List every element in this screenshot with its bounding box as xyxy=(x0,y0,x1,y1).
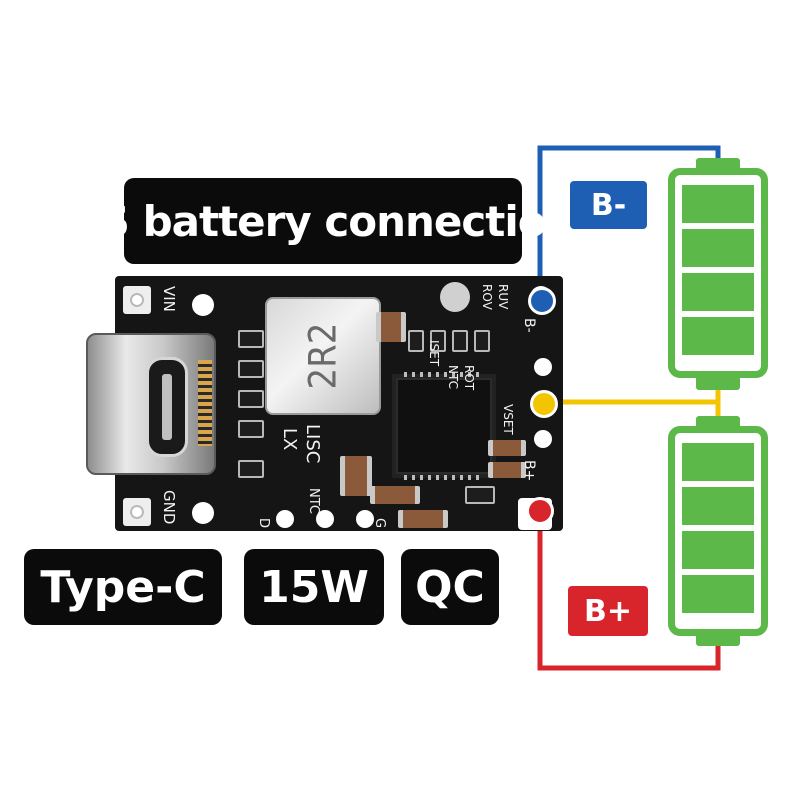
smd-capacitor xyxy=(488,440,526,456)
silk-ntc-bottom: NTC xyxy=(306,488,321,514)
power-tag: 15W xyxy=(244,549,384,625)
negative-terminal-dot xyxy=(528,287,556,315)
silk-vset: VSET xyxy=(501,404,515,435)
battery-bottom xyxy=(668,426,768,636)
silk-rov: ROV xyxy=(480,284,494,310)
battery-bottom-bottom-terminal xyxy=(696,632,740,646)
b-plus-badge: B+ xyxy=(568,586,648,636)
battery-cell xyxy=(682,443,754,481)
midpoint-terminal-dot xyxy=(530,390,558,418)
controller-chip xyxy=(396,372,492,480)
battery-cell xyxy=(682,487,754,525)
battery-cell xyxy=(682,185,754,223)
smd-resistor xyxy=(238,360,264,378)
inductor-marking: 2R2 xyxy=(300,322,345,390)
mount-hole xyxy=(192,502,214,524)
usb-c-port xyxy=(86,333,216,475)
silk-d: D xyxy=(256,518,271,529)
via-pad xyxy=(356,510,374,528)
smd-resistor xyxy=(238,390,264,408)
mount-hole xyxy=(192,294,214,316)
silk-rot: ROT xyxy=(462,365,476,391)
b-minus-badge: B- xyxy=(570,181,647,229)
type-c-tag: Type-C xyxy=(24,549,222,625)
silk-g: G xyxy=(372,518,387,529)
smd-resistor xyxy=(238,330,264,348)
usb-pins xyxy=(198,360,212,446)
silk-lx: LX xyxy=(279,428,300,451)
smd-capacitor xyxy=(488,462,526,478)
positive-wire xyxy=(537,510,721,671)
battery-cell xyxy=(682,575,754,613)
usb-c-slot xyxy=(146,357,188,457)
gnd-pad xyxy=(123,498,151,526)
smd-capacitor xyxy=(376,312,406,342)
vin-pad xyxy=(123,286,151,314)
via-pad xyxy=(276,510,294,528)
smd-capacitor xyxy=(340,456,372,496)
silk-vin: VIN xyxy=(160,286,178,312)
smd-capacitor xyxy=(370,486,420,504)
smd-resistor xyxy=(452,330,468,352)
battery-top xyxy=(668,168,768,378)
smd-resistor xyxy=(238,460,264,478)
via-pad xyxy=(534,358,552,376)
smd-capacitor xyxy=(398,510,448,528)
silk-lisc: LISC xyxy=(302,424,323,464)
silk-ruv: RUV xyxy=(496,284,510,310)
title-label: 2S battery connection xyxy=(72,178,576,264)
mount-hole xyxy=(440,282,470,312)
smd-resistor xyxy=(430,330,446,352)
qc-tag: QC xyxy=(401,549,499,625)
smd-resistor xyxy=(408,330,424,352)
silk-ntc: NTC xyxy=(446,365,460,389)
battery-cell xyxy=(682,317,754,355)
silk-gnd: GND xyxy=(160,490,178,525)
silk-b-minus: B- xyxy=(521,318,537,333)
positive-terminal-dot xyxy=(526,497,554,525)
smd-resistor xyxy=(474,330,490,352)
battery-cell xyxy=(682,531,754,569)
battery-cell xyxy=(682,229,754,267)
smd-resistor xyxy=(238,420,264,438)
battery-top-bottom-terminal xyxy=(696,376,740,390)
inductor: 2R2 xyxy=(265,297,381,415)
via-pad xyxy=(534,430,552,448)
battery-cell xyxy=(682,273,754,311)
via-pad xyxy=(316,510,334,528)
smd-resistor xyxy=(465,486,495,504)
silk-iset: ISET xyxy=(427,340,441,367)
silk-b-plus: B+ xyxy=(521,460,537,482)
